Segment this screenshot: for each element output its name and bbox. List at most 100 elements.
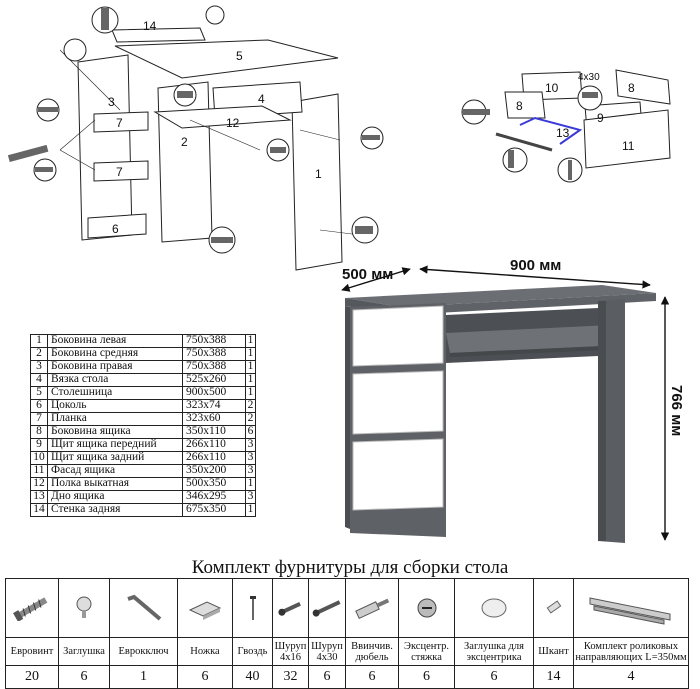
part-number: 7: [30, 412, 48, 426]
depth-dimension: 500 мм: [342, 266, 393, 283]
part-name: Столешница: [47, 386, 183, 400]
hardware-qty: 40: [232, 665, 273, 689]
part-tabletop: [114, 39, 339, 79]
hw-cam-cap-cell: [454, 578, 534, 638]
part-strip-lower: [93, 160, 149, 182]
hw-wood-dowel-cell: [533, 578, 574, 638]
hardware-label: Эксцентр. стяжка: [398, 637, 455, 666]
part-size: 350х200: [182, 464, 246, 478]
part-number: 1: [30, 334, 48, 348]
hardware-qty: 6: [58, 665, 110, 689]
hw-roller-slide-cell: [573, 578, 689, 638]
part-number: 10: [30, 451, 48, 465]
part-size: 750х388: [182, 360, 246, 374]
part-qty: 1: [245, 477, 256, 491]
label-3: 3: [108, 95, 115, 109]
part-name: Боковина средняя: [47, 347, 183, 361]
part-shelf: [153, 105, 292, 129]
part-size: 900х500: [182, 386, 246, 400]
drawer-facade-top: [352, 305, 444, 367]
label-8-left: 8: [516, 99, 523, 113]
part-left-side: [77, 54, 133, 241]
part-number: 8: [30, 425, 48, 439]
part-name: Боковина ящика: [47, 425, 183, 439]
desk-render: 500 мм 900 мм 766 мм: [341, 257, 685, 543]
part-name: Боковина левая: [47, 334, 183, 348]
part-size: 750х388: [182, 347, 246, 361]
hw-dowel-cell: [345, 578, 399, 638]
label-14: 14: [143, 19, 157, 33]
label-11: 11: [622, 139, 635, 153]
part-number: 4: [30, 373, 48, 387]
label-1: 1: [315, 167, 322, 181]
part-size: 500х350: [182, 477, 246, 491]
hardware-label: Заглушка: [58, 637, 110, 666]
hardware-label: Ножка: [177, 637, 233, 666]
wood-dowel-icon: [546, 600, 561, 614]
part-qty: 1: [245, 360, 256, 374]
hw-euroscrew-cell: [5, 578, 59, 638]
part-qty: 3: [245, 451, 256, 465]
hardware-qty: 14: [533, 665, 574, 689]
part-name: Фасад ящика: [47, 464, 183, 478]
assembly-diagram: 1 2 3 4 5 6 7 7 8 8 9 10 11 12 13 14 4х3…: [7, 5, 671, 271]
part-strip-upper: [93, 111, 149, 133]
part-name: Вязка стола: [47, 373, 183, 387]
label-9: 9: [597, 111, 604, 125]
hardware-qty: 6: [345, 665, 399, 689]
hardware-qty: 6: [308, 665, 346, 689]
part-drawer-facade: [583, 109, 671, 169]
part-number: 9: [30, 438, 48, 452]
part-size: 750х388: [182, 334, 246, 348]
part-name: Цоколь: [47, 399, 183, 413]
label-screw-size: 4х30: [578, 72, 600, 83]
hardware-qty: 6: [177, 665, 233, 689]
part-right-side: [291, 93, 343, 271]
hw-furniture-foot-cell: [177, 578, 233, 638]
part-size: 350х110: [182, 425, 246, 439]
part-qty: 3: [245, 490, 256, 504]
hw-nail-cell: [232, 578, 273, 638]
part-number: 6: [30, 399, 48, 413]
euroscrew-icon: [13, 597, 48, 621]
hardware-label: Шуруп 4х16: [272, 637, 309, 666]
hardware-qty: 32: [272, 665, 309, 689]
nail-icon: [249, 596, 256, 620]
part-size: 266х110: [182, 438, 246, 452]
hardware-qty: 6: [398, 665, 455, 689]
hardware-title: Комплект фурнитуры для сборки стола: [191, 557, 509, 578]
part-qty: 6: [245, 425, 256, 439]
part-name: Планка: [47, 412, 183, 426]
hardware-label: Шуруп 4х30: [308, 637, 346, 666]
part-size: 525х260: [182, 373, 246, 387]
part-number: 2: [30, 347, 48, 361]
part-name: Стенка задняя: [47, 503, 183, 517]
hardware-label: Шкант: [533, 637, 574, 666]
part-size: 323х74: [182, 399, 246, 413]
part-name: Щит ящика задний: [47, 451, 183, 465]
label-13: 13: [556, 126, 570, 140]
part-qty: 3: [245, 464, 256, 478]
hw-cap-plug-cell: [58, 578, 110, 638]
keyboard-shelf: [446, 325, 625, 353]
part-drawer-side-left: [504, 91, 546, 119]
height-dimension: 766 мм: [668, 385, 685, 436]
hw-screw-short-cell: [272, 578, 309, 638]
cam-cap-icon: [481, 598, 507, 618]
label-7-lower: 7: [116, 165, 123, 179]
part-back-panel: [111, 27, 206, 43]
part-number: 13: [30, 490, 48, 504]
hardware-label: Комплект роликовых направляющих L=350мм: [573, 637, 689, 666]
label-2: 2: [181, 135, 188, 149]
label-10: 10: [545, 81, 559, 95]
hardware-label: Еврокключ: [109, 637, 178, 666]
